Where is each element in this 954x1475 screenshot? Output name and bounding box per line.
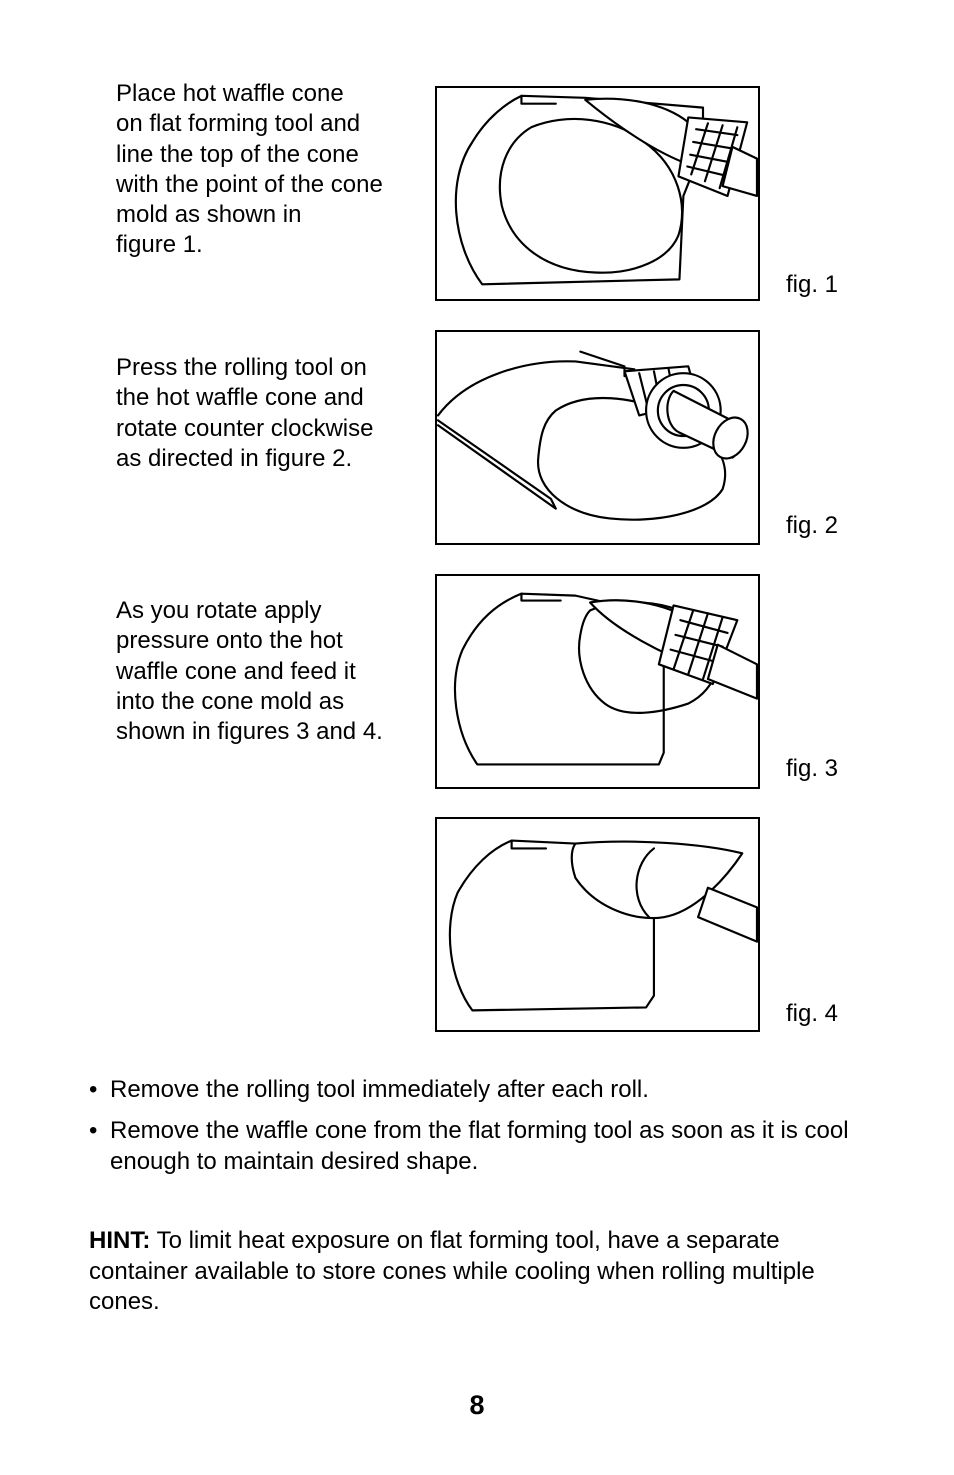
figure-3-illustration <box>435 574 760 789</box>
hint-label: HINT: <box>89 1227 151 1254</box>
cone-forming-figure-3 <box>453 592 758 766</box>
step-1-instruction: Place hot waffle cone on flat forming to… <box>116 80 383 259</box>
bullet-item: • Remove the rolling tool immediately af… <box>89 1074 869 1105</box>
bullet-marker: • <box>89 1117 98 1144</box>
figure-2-illustration <box>435 330 760 545</box>
figure-4-illustration <box>435 817 760 1032</box>
figure-1-illustration <box>435 86 760 301</box>
bullet-marker: • <box>89 1076 98 1103</box>
hint-text: To limit heat exposure on flat forming t… <box>89 1227 815 1315</box>
figure-3-label: fig. 3 <box>786 755 839 782</box>
bullet-text: Remove the rolling tool immediately afte… <box>110 1076 649 1103</box>
bullet-text: Remove the waffle cone from the flat for… <box>110 1117 849 1175</box>
step-2-instruction: Press the rolling tool on the hot waffle… <box>116 354 374 472</box>
figure-1-label: fig. 1 <box>786 271 839 298</box>
figure-4-label: fig. 4 <box>786 1000 839 1027</box>
cone-forming-figure-4 <box>448 839 758 1012</box>
cone-forming-figure-2 <box>437 350 749 521</box>
page-number: 8 <box>469 1390 485 1420</box>
bullet-item: • Remove the waffle cone from the flat f… <box>89 1115 869 1177</box>
hint-paragraph: HINT: To limit heat exposure on flat for… <box>89 1226 879 1318</box>
figure-2-label: fig. 2 <box>786 512 839 539</box>
step-3-instruction: As you rotate apply pressure onto the ho… <box>116 597 383 746</box>
cone-forming-figure-1 <box>454 94 758 286</box>
